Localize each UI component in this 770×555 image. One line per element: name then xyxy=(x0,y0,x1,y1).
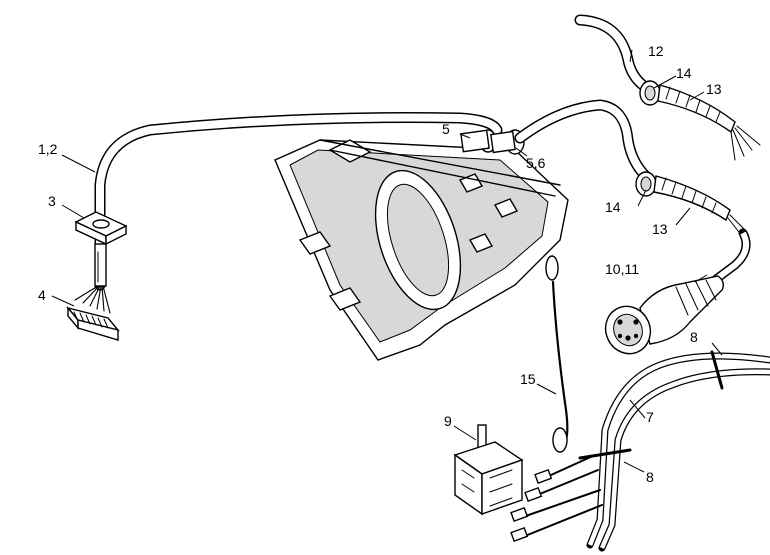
selector-switch xyxy=(453,424,524,516)
callout-14-bottom: 14 xyxy=(605,199,621,215)
callout-9: 9 xyxy=(444,413,452,429)
callout-14-top: 14 xyxy=(676,65,692,81)
callout-13-top: 13 xyxy=(706,81,722,97)
callout-10-11: 10,11 xyxy=(605,261,639,277)
callout-3: 3 xyxy=(48,193,56,209)
callout-13-bottom: 13 xyxy=(652,221,668,237)
callout-8-top: 8 xyxy=(690,329,698,345)
connector-harness xyxy=(66,243,120,341)
housing xyxy=(274,139,569,361)
callouts: 1,2 3 4 5 5,6 7 8 8 9 10,11 12 13 13 14 … xyxy=(38,43,722,485)
callout-15: 15 xyxy=(520,371,536,387)
main-cable xyxy=(94,112,503,291)
callout-5: 5 xyxy=(442,121,450,137)
grommet-bracket xyxy=(74,211,128,246)
wire-harness xyxy=(510,350,770,552)
gland-5 xyxy=(460,129,497,153)
strain-relief-lower xyxy=(635,171,746,237)
callout-12: 12 xyxy=(648,43,664,59)
cable-12 xyxy=(574,14,656,96)
leader-lines xyxy=(51,49,723,473)
callout-7: 7 xyxy=(646,409,654,425)
callout-1-2: 1,2 xyxy=(38,141,58,157)
callout-8-bottom: 8 xyxy=(646,469,654,485)
supply-cable xyxy=(514,99,656,186)
earth-strap xyxy=(545,255,569,453)
plug xyxy=(604,275,725,355)
callout-4: 4 xyxy=(38,287,46,303)
callout-5-6: 5,6 xyxy=(526,155,546,171)
strain-relief-upper xyxy=(639,80,761,161)
plug-cable xyxy=(710,228,751,285)
